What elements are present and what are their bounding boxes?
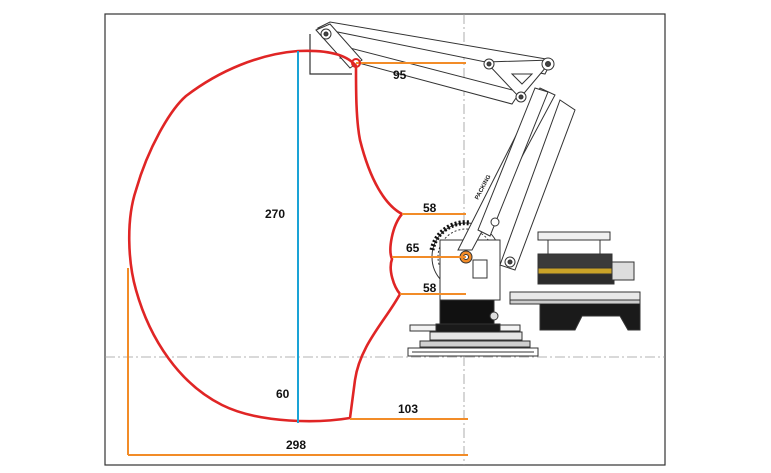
dim-height-total: 270 <box>265 207 285 221</box>
joint-wrist-pin <box>323 31 329 37</box>
joint-strut <box>490 217 500 227</box>
triangle-link-cutout <box>510 73 534 85</box>
base-plate <box>429 331 523 341</box>
drawing-frame <box>104 13 666 466</box>
dim-reach-top: 95 <box>393 68 407 82</box>
servo-motor-cap <box>435 323 501 333</box>
board-chip-row <box>547 239 601 255</box>
motor-screw <box>489 311 499 321</box>
dim-reach-max: 298 <box>286 438 306 452</box>
lower-arm-back <box>499 99 576 271</box>
wrist-marker <box>351 58 361 68</box>
base-plate-lower <box>419 340 531 348</box>
workspace-boundary <box>127 49 404 423</box>
dim-height-lower: 60 <box>276 387 290 401</box>
lower-arm-strut <box>477 87 549 237</box>
robot-arm <box>309 21 641 357</box>
dim-inner-upper: 58 <box>423 201 437 215</box>
joint-back-pin <box>507 259 513 265</box>
joint-triangle-pin <box>486 61 492 67</box>
board-bracket <box>539 304 641 331</box>
dim-inner-lower: 58 <box>423 281 437 295</box>
dim-inner-mid: 65 <box>406 241 420 255</box>
board-plate-bottom <box>509 299 641 305</box>
board-connector <box>611 261 635 281</box>
joint-elbow-pin <box>545 61 551 67</box>
dim-reach-bottom: 103 <box>398 402 418 416</box>
board-middle <box>537 253 613 269</box>
shoulder-housing <box>439 239 501 301</box>
end-effector-bracket <box>309 34 352 75</box>
connector <box>472 259 488 279</box>
board-stack-top <box>537 231 611 241</box>
board-lower <box>537 273 615 285</box>
dimension-lines <box>127 51 468 456</box>
turntable-teeth <box>429 220 471 251</box>
board-gold-layer <box>537 267 615 275</box>
joint-lower-elbow-pin <box>518 94 524 100</box>
board-plate <box>509 291 641 301</box>
